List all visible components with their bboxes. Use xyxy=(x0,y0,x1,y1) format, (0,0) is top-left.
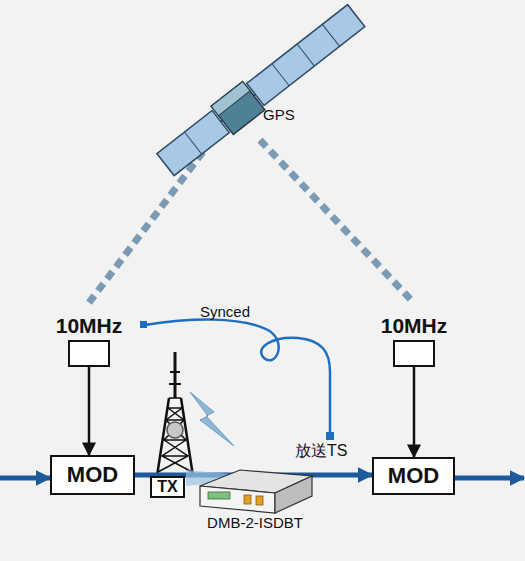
cable-label: Synced xyxy=(200,304,250,319)
cable-end xyxy=(326,432,334,440)
gps-signal-lines xyxy=(88,140,413,304)
satellite-arm xyxy=(167,16,356,164)
tower-ring xyxy=(169,383,181,385)
signal-name: 放送TS xyxy=(295,443,347,459)
panel-division xyxy=(297,44,314,66)
panel-division xyxy=(322,24,339,46)
device-name: DMB-2-ISDBT xyxy=(207,515,303,530)
solar-panel xyxy=(247,5,365,106)
reference-box: 10MHz xyxy=(68,340,110,367)
box-label: MOD xyxy=(67,464,118,486)
clock-arrow xyxy=(413,367,416,457)
panel-division xyxy=(272,64,289,86)
ray-shape xyxy=(186,470,230,486)
tower-legs xyxy=(157,398,193,476)
tower-mast xyxy=(174,352,177,398)
device-display xyxy=(208,492,230,499)
synced-cable xyxy=(140,320,334,440)
transmitter-box: TX xyxy=(150,476,185,498)
panel-division xyxy=(184,132,201,154)
dmb-device xyxy=(200,470,312,513)
satellite-name: GPS xyxy=(263,107,295,122)
gps-signal-line xyxy=(260,140,413,302)
modulator-box: MOD xyxy=(372,457,455,495)
cable-end xyxy=(140,321,147,328)
tower-lattice xyxy=(158,398,192,472)
gps-signal-line xyxy=(88,140,212,304)
reference-box: 10MHz xyxy=(393,340,435,367)
device-connector xyxy=(256,496,263,505)
solar-panel xyxy=(157,111,229,176)
device-front xyxy=(200,486,275,513)
radio-wave xyxy=(190,392,234,446)
stream-out xyxy=(455,476,524,481)
gps-satellite xyxy=(154,1,367,178)
cable-line xyxy=(145,320,330,434)
device-top xyxy=(200,470,312,493)
stream-in xyxy=(0,476,50,481)
lightning-bolt xyxy=(190,392,234,446)
box-heading: 10MHz xyxy=(381,315,448,336)
satellite-body xyxy=(211,82,265,135)
transmit-tower xyxy=(157,352,193,476)
modulator-box: MOD xyxy=(50,455,135,495)
box-label: TX xyxy=(157,479,177,495)
device-connector xyxy=(244,495,251,504)
box-heading: 10MHz xyxy=(56,315,123,336)
signal-ray xyxy=(186,470,230,486)
box-label: MOD xyxy=(388,465,439,487)
satellite-body-top xyxy=(211,82,250,116)
device-side xyxy=(275,476,312,513)
tower-ring xyxy=(170,371,180,373)
tower-dish xyxy=(167,422,183,438)
clock-arrow xyxy=(88,367,91,455)
